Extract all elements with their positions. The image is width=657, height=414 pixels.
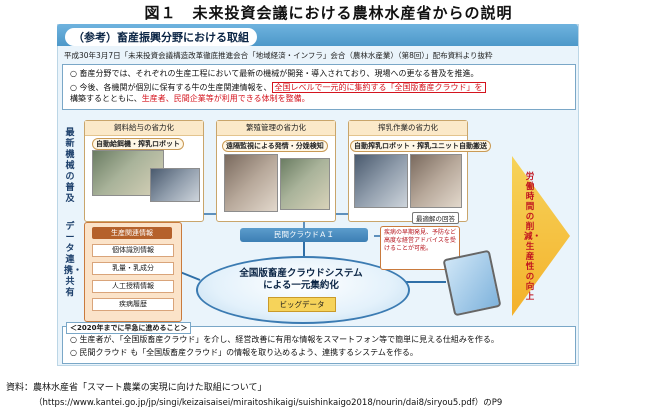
milking-unit-photo xyxy=(410,154,462,208)
optimal-answer-tag: 最適解の回答 xyxy=(412,212,459,224)
cloud-line-1: 全国版畜産クラウドシステム xyxy=(239,268,363,279)
production-info-item: 乳量・乳成分 xyxy=(92,262,174,275)
intro-bullets-box xyxy=(62,64,576,110)
label-machines: 最新機械の普及 xyxy=(65,128,75,204)
production-info-item: 人工授精情報 xyxy=(92,280,174,293)
big-data-label: ビッグデータ xyxy=(268,297,336,312)
goal-item-1: ○ 生産者が、「全国版畜産クラウド」を介し、経営改善に有用な情報をスマートフォン… xyxy=(70,335,499,344)
panel-source-line: 平成30年3月7日「未来投資会議構造改革徹底推進会合「地域経済・インフラ」会合（… xyxy=(64,51,493,60)
cloud-line-2: による一元集約化 xyxy=(263,280,339,291)
tile-caption: 飼料給与の省力化 xyxy=(85,121,203,136)
tile-tag: 遠隔監視による発情・分娩検知 xyxy=(222,140,328,152)
bullet-text: 今後、各機関が個別に保有する牛の生産関連情報を、 xyxy=(79,83,272,92)
advice-box xyxy=(380,226,460,270)
bullet-highlight-2: 生産者、民間企業等が利用できる体制を整備。 xyxy=(141,94,310,103)
national-cloud-text: 全国版畜産クラウドシステム による一元集約化 xyxy=(196,268,406,292)
bullet-mark: ○ xyxy=(70,83,77,92)
private-cloud-ai-bar: 民間クラウドＡＩ xyxy=(240,228,368,242)
tile-tag: 自動搾乳ロボット・搾乳ユニット自動搬送 xyxy=(350,140,491,152)
calving-photo xyxy=(280,158,330,210)
production-info-item: 個体識別情報 xyxy=(92,244,174,257)
intro-bullet-2: ○ 今後、各機関が個別に保有する牛の生産関連情報を、全国レベルで一元的に集約する… xyxy=(70,82,570,104)
tile-tag: 自動給餌機・搾乳ロボット xyxy=(92,138,184,150)
source-line-2: （https://www.kantei.go.jp/jp/singi/keiza… xyxy=(34,398,503,408)
panel-header-label: （参考）畜産振興分野における取組 xyxy=(65,28,257,46)
intro-bullet-1: ○ 畜産分野では、それぞれの生産工程において最新の機械が開発・導入されており、現… xyxy=(70,68,570,79)
barn-photo xyxy=(150,168,200,202)
bullet-text: 畜産分野では、それぞれの生産工程において最新の機械が開発・導入されており、現場へ… xyxy=(79,69,479,78)
label-data: データ連携・共有 xyxy=(64,222,83,298)
bullet-mark: ○ xyxy=(70,69,77,78)
national-cloud-ellipse xyxy=(196,256,410,324)
bullet-highlight: 全国レベルで一元的に集約する「全国版畜産クラウド」を xyxy=(271,82,486,93)
bullet-text-2: 構築するとともに、 xyxy=(70,94,142,103)
source-line-1: 資料：農林水産省「スマート農業の実現に向けた取組について」 xyxy=(6,383,267,393)
advice-text: 疾病の早期発見、予防など高度な経営アドバイスを受けることが可能。 xyxy=(384,229,457,252)
arrow-text: 労働時間の削減・生産性の向上 xyxy=(524,172,542,302)
goal-item-2: ○ 民間クラウド も「全国版畜産クラウド」の情報を取り込めるよう、連携するシステ… xyxy=(70,348,418,357)
production-info-header: 生産関連情報 xyxy=(92,227,172,239)
figure-title: 図１ 未来投資会議における農林水産省からの説明 xyxy=(144,4,513,22)
tile-caption: 繁殖管理の省力化 xyxy=(217,121,335,136)
goal-text: 生産者が、「全国版畜産クラウド」を介し、経営改善に有用な情報をスマートフォン等で… xyxy=(79,335,499,344)
tile-caption: 搾乳作業の省力化 xyxy=(349,121,467,136)
milking-robot-photo xyxy=(354,154,408,208)
goal-header: ＜2020年までに早急に進めること＞ xyxy=(66,322,192,334)
monitoring-device-photo xyxy=(224,154,278,212)
production-info-item: 疾病履歴 xyxy=(92,298,174,311)
goal-text: 民間クラウド も「全国版畜産クラウド」の情報を取り込めるよう、連携するシステムを… xyxy=(79,348,418,357)
